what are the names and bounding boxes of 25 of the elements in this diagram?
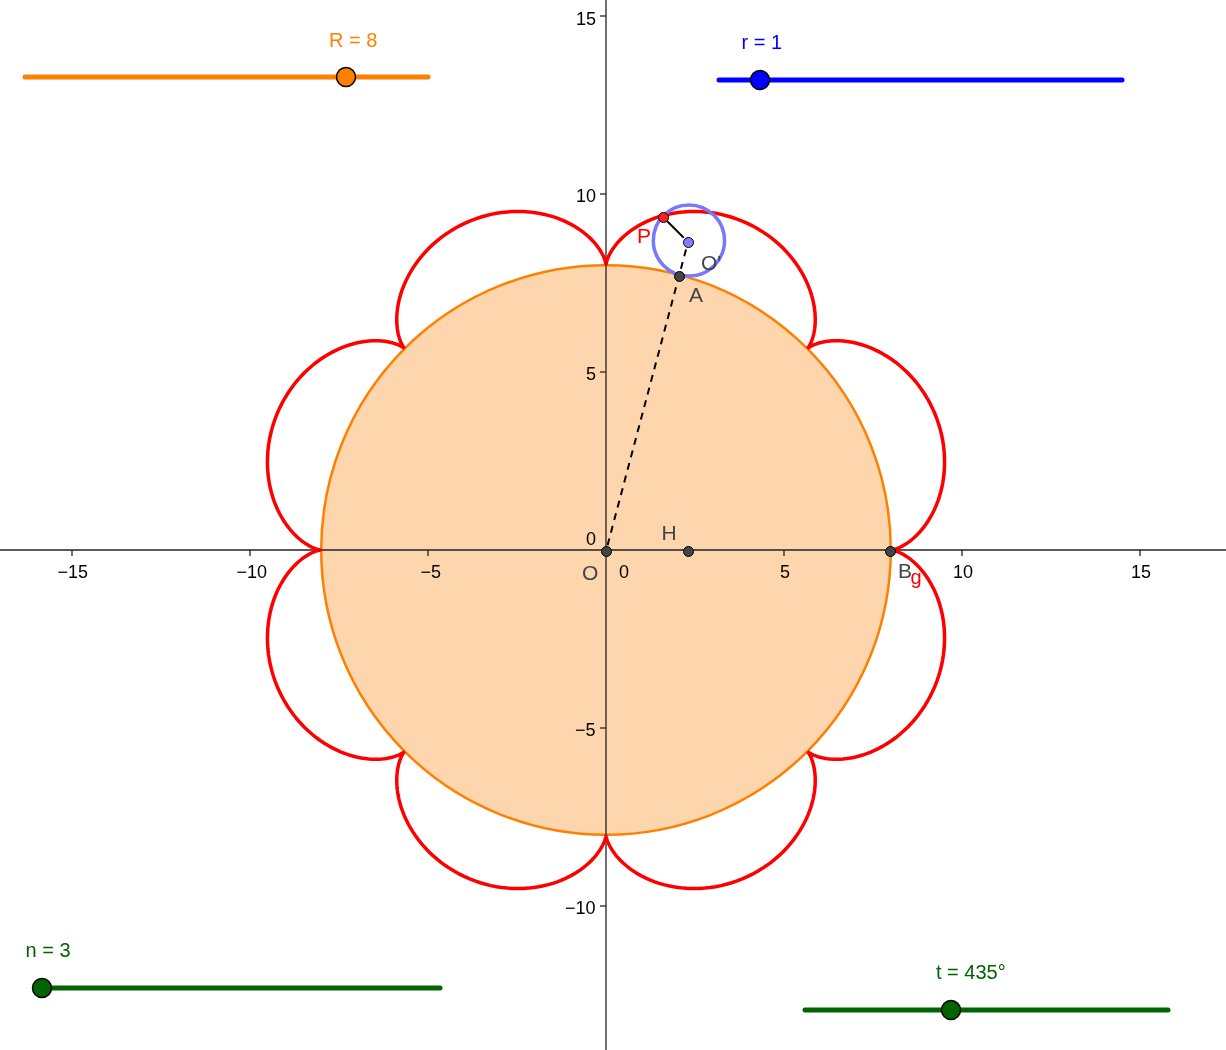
curve-label: g (910, 567, 922, 587)
point-label: P (637, 225, 651, 246)
axis-tick-label: −10 (236, 563, 268, 581)
point-label: O (582, 562, 599, 583)
axis-tick-label: 0 (586, 530, 596, 548)
slider-value-label: t = 435° (936, 962, 1006, 982)
point-label: B (898, 560, 912, 581)
slider-value-label: r = 1 (741, 32, 783, 52)
line-segment (666, 220, 685, 239)
line-segment (606, 246, 688, 547)
point-label: A (689, 284, 703, 305)
slider-value-label: n = 3 (25, 940, 71, 960)
axis-tick-label: 0 (619, 563, 629, 581)
axis-tick-label: 5 (780, 563, 790, 581)
axis-tick-label: 15 (576, 10, 597, 28)
axis-tick-label: 15 (1131, 563, 1152, 581)
axis-tick-label: 5 (586, 365, 596, 383)
axis-tick-label: −15 (57, 563, 89, 581)
point-label: H (661, 522, 677, 543)
axis-tick-label: 10 (953, 563, 974, 581)
axis-tick-label: −10 (565, 899, 596, 917)
axis-tick-label: −5 (575, 721, 596, 739)
slider-value-label: R = 8 (329, 30, 378, 50)
axis-tick-label: 10 (576, 187, 597, 205)
axis-tick-label: −5 (420, 563, 442, 581)
